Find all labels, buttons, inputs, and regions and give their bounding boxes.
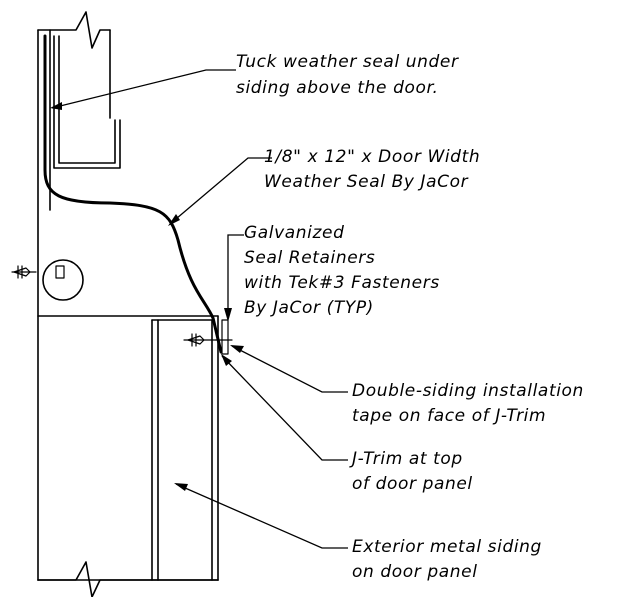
- callout-tape: Double-siding installation tape on face …: [352, 381, 584, 426]
- callout-siding: Exterior metal siding on door panel: [352, 537, 542, 582]
- upper-fastener: [11, 265, 65, 279]
- callout-seal-retainers-line-2: Seal Retainers: [244, 248, 375, 268]
- callout-weather-seal-line-1: 1/8" x 12" x Door Width: [264, 147, 480, 167]
- leader-lines: [50, 69, 348, 549]
- callout-siding-line-1: Exterior metal siding: [352, 537, 542, 557]
- break-line-top: [37, 11, 111, 49]
- callout-tuck-seal: Tuck weather seal under siding above the…: [236, 52, 459, 98]
- wall-structure: [37, 11, 219, 597]
- break-line-bottom: [37, 561, 219, 597]
- callout-weather-seal-line-2: Weather Seal By JaCor: [264, 172, 469, 192]
- callout-siding-line-2: on door panel: [352, 562, 478, 582]
- backer-rod: [42, 259, 84, 301]
- callout-tape-line-1: Double-siding installation: [352, 381, 584, 401]
- callout-weather-seal: 1/8" x 12" x Door Width Weather Seal By …: [264, 147, 480, 192]
- callout-seal-retainers: Galvanized Seal Retainers with Tek#3 Fas…: [244, 223, 440, 318]
- callout-j-trim: J-Trim at top of door panel: [349, 449, 473, 494]
- callout-j-trim-line-1: J-Trim at top: [349, 449, 463, 469]
- callout-seal-retainers-line-3: with Tek#3 Fasteners: [244, 273, 440, 293]
- lower-fastener: [183, 319, 233, 355]
- callout-tuck-seal-line-1: Tuck weather seal under: [236, 52, 459, 72]
- door-panel: [151, 315, 219, 581]
- callout-tuck-seal-line-2: siding above the door.: [236, 78, 439, 98]
- callout-tape-line-2: tape on face of J-Trim: [352, 406, 546, 426]
- upper-j-channel: [53, 35, 121, 169]
- callout-seal-retainers-line-1: Galvanized: [244, 223, 344, 243]
- weather-seal-curve: [43, 34, 223, 354]
- callout-seal-retainers-line-4: By JaCor (TYP): [244, 298, 374, 318]
- callout-j-trim-line-2: of door panel: [352, 474, 473, 494]
